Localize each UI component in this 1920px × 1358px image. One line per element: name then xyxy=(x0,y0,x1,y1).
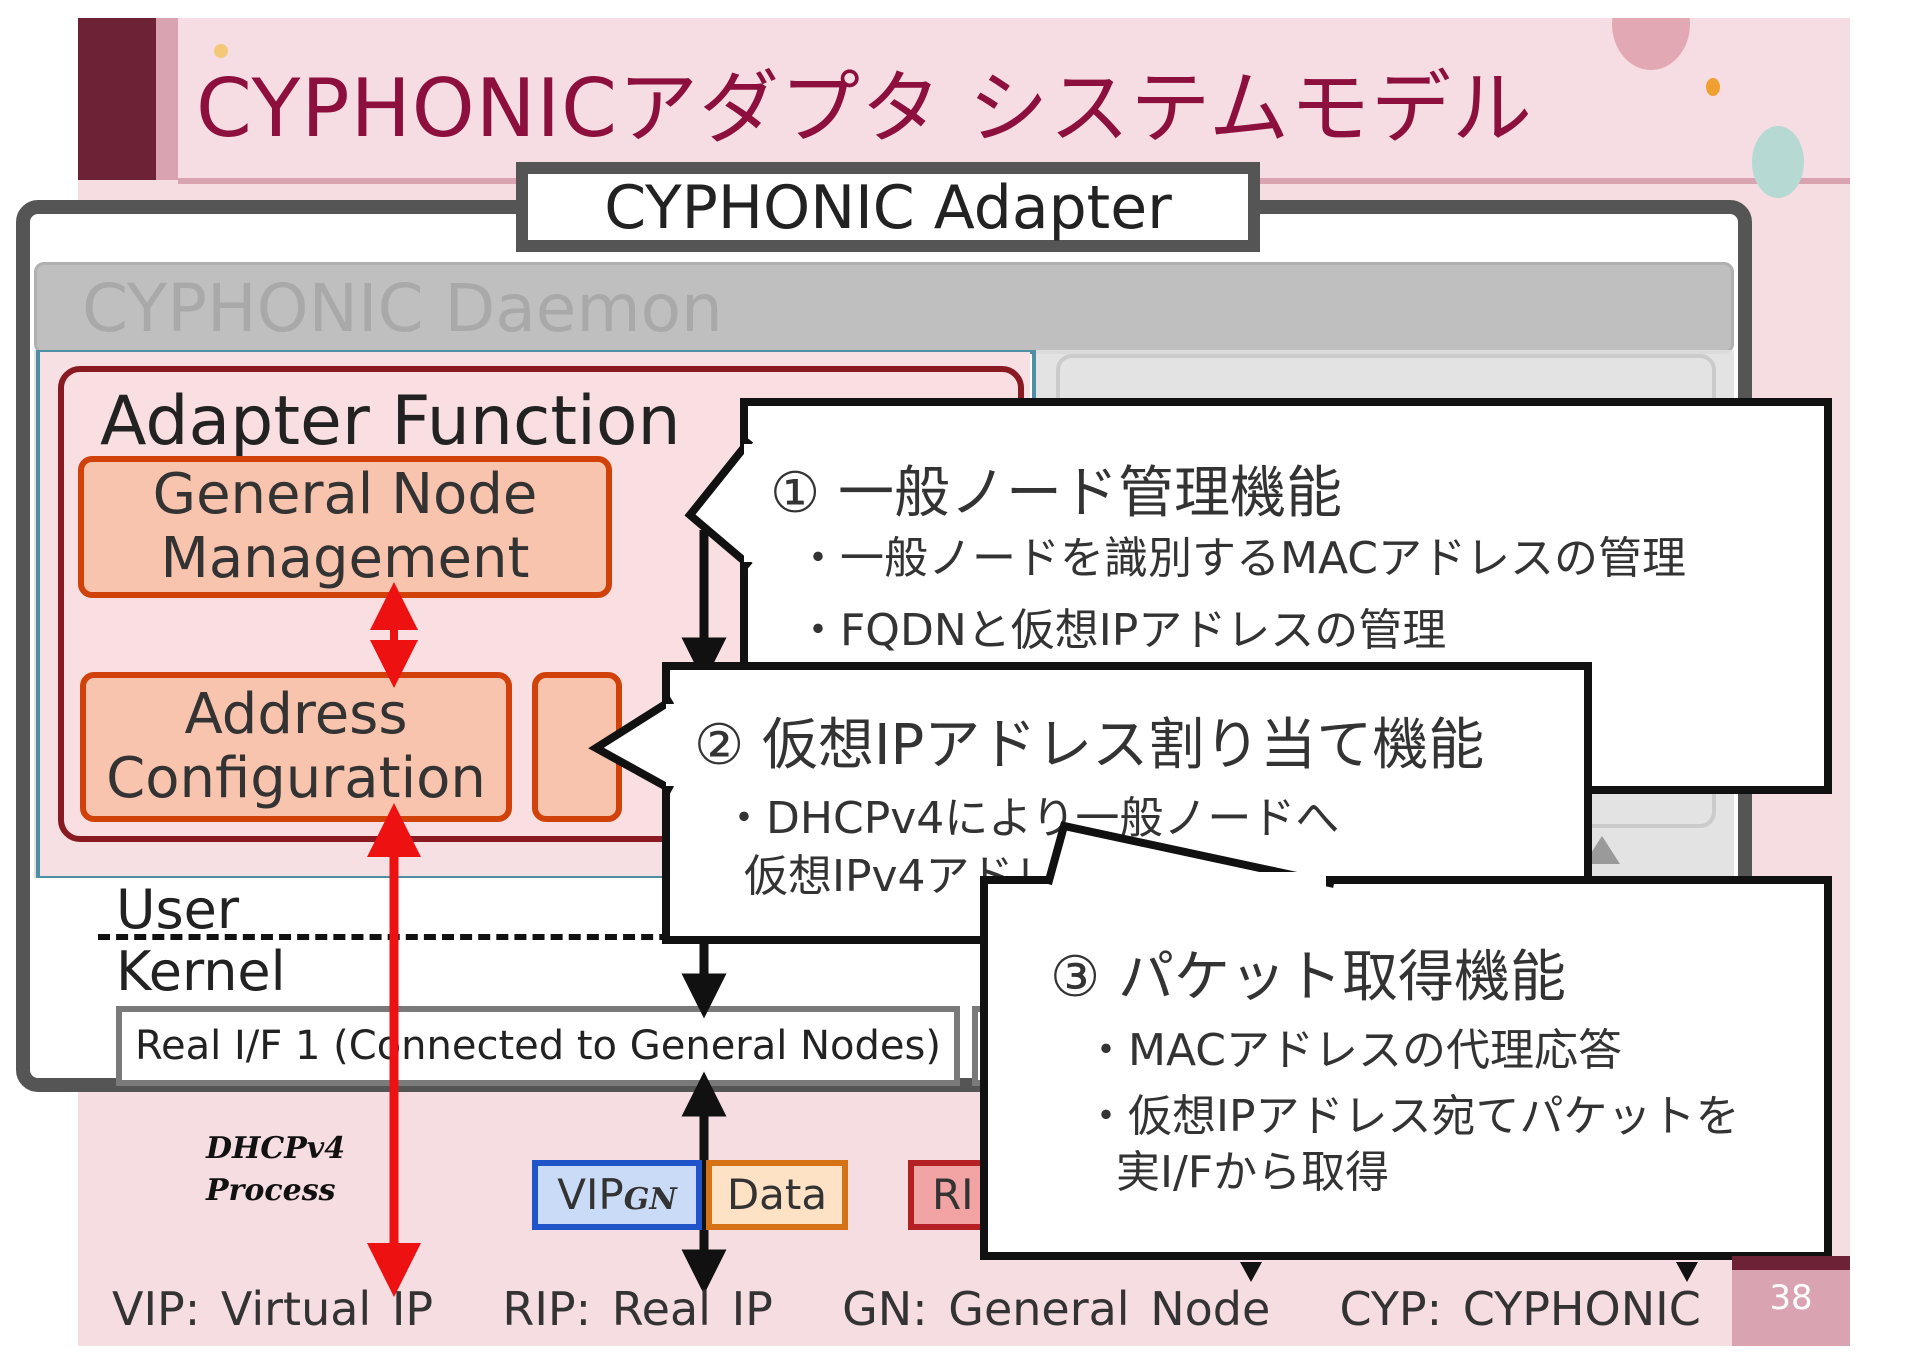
packet-vip-label: VIP xyxy=(557,1170,624,1219)
decor-circle-teal xyxy=(1752,126,1804,198)
slide-title: CYPHONICアダプタ システムモデル xyxy=(196,62,1534,155)
title-accent-bar xyxy=(78,18,156,180)
footer-vip: VIP: Virtual IP xyxy=(112,1282,434,1336)
callout-3-item-2: ・仮想IPアドレス宛てパケットを xyxy=(1084,1091,1740,1142)
callout-3-tail-down-left xyxy=(1240,1262,1262,1282)
general-node-management-box: General Node Management xyxy=(78,456,612,598)
page-number-badge xyxy=(1732,1256,1850,1346)
packet-vip-subscript: GN xyxy=(623,1182,677,1217)
decor-dot-orange xyxy=(1706,78,1720,96)
kernel-space-label: Kernel xyxy=(116,940,286,1003)
general-node-management-label: General Node Management xyxy=(152,462,538,591)
callout-3-tail-down-right xyxy=(1676,1262,1698,1282)
adapter-function-label: Adapter Function xyxy=(100,382,681,461)
callout-3-item-1: ・MACアドレスの代理応答 xyxy=(1084,1025,1623,1076)
callout-3-item-3: 実I/Fから取得 xyxy=(1116,1147,1390,1198)
footer-rip: RIP: Real IP xyxy=(502,1282,773,1336)
page-number-accent xyxy=(1732,1256,1850,1270)
title-band xyxy=(178,18,1850,178)
title-accent-stripe xyxy=(156,18,178,180)
packet-data-field: Data xyxy=(706,1160,848,1230)
user-space-label: User xyxy=(116,878,240,941)
callout-3-title: ③ パケット取得機能 xyxy=(1050,945,1567,1010)
callout-2-item-1: ・DHCPv4により一般ノードへ xyxy=(722,793,1340,844)
page-number: 38 xyxy=(1769,1278,1813,1318)
callout-1-title: ① 一般ノード管理機能 xyxy=(770,461,1343,526)
dhcp-process-label: DHCPv4 Process xyxy=(206,1131,346,1208)
address-configuration-label: Address Configuration xyxy=(106,682,486,811)
callout-2-title: ② 仮想IPアドレス割り当て機能 xyxy=(694,713,1485,778)
callout-packet-capture: ③ パケット取得機能 ・MACアドレスの代理応答 ・仮想IPアドレス宛てパケット… xyxy=(980,876,1832,1260)
address-configuration-box: Address Configuration xyxy=(80,672,512,822)
adapter-label: CYPHONIC Adapter xyxy=(516,162,1260,252)
packet-vip-field: VIPGN xyxy=(532,1160,702,1230)
decor-dot-yellow xyxy=(214,44,228,58)
callout-1-item-1: ・一般ノードを識別するMACアドレスの管理 xyxy=(796,533,1687,584)
footer-legend: VIP: Virtual IP RIP: Real IP GN: General… xyxy=(112,1282,1701,1336)
daemon-label: CYPHONIC Daemon xyxy=(82,270,723,347)
footer-gn: GN: General Node xyxy=(842,1282,1271,1336)
footer-cyp: CYP: CYPHONIC xyxy=(1339,1282,1701,1336)
callout-1-item-2: ・FQDNと仮想IPアドレスの管理 xyxy=(796,605,1447,656)
user-kernel-boundary xyxy=(98,934,798,940)
real-interface-1: Real I/F 1 (Connected to General Nodes) xyxy=(116,1006,960,1086)
